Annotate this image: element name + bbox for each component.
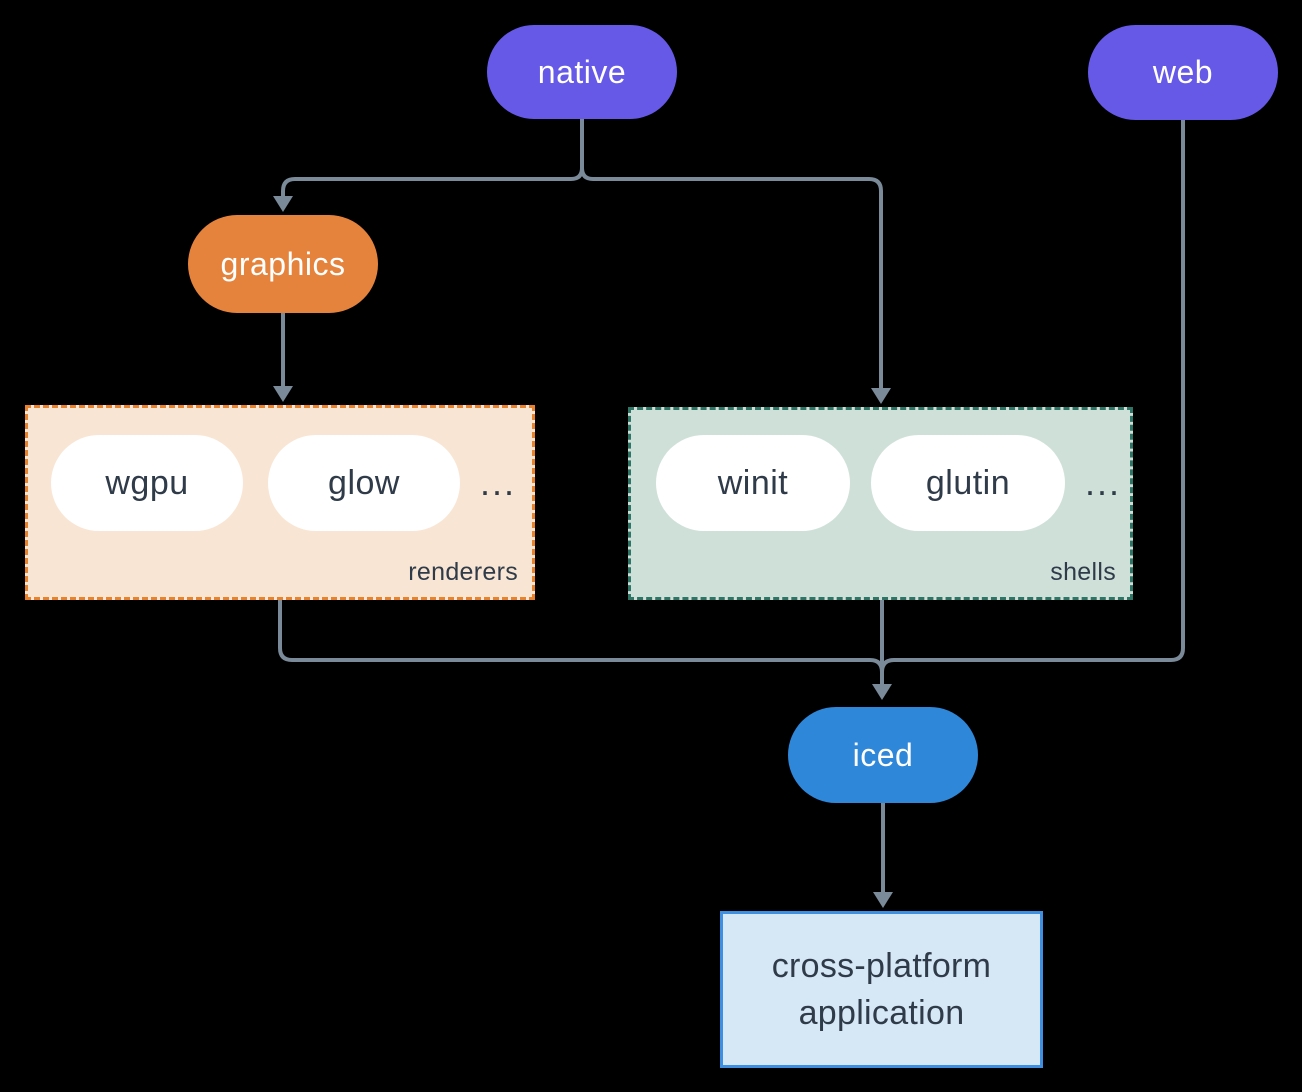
edge-native-to-graphics: [281, 118, 584, 197]
node-web: web: [1088, 25, 1278, 120]
node-graphics-label: graphics: [220, 245, 346, 282]
node-web-label: web: [1152, 54, 1214, 90]
arrowhead-app: [873, 892, 893, 908]
node-iced-label: iced: [852, 736, 914, 773]
group-renderers: wgpu glow ... renderers: [25, 405, 535, 600]
group-shells: winit glutin ... shells: [628, 407, 1133, 600]
group-renderers-label: renderers: [408, 558, 518, 586]
node-native: native: [487, 25, 677, 119]
edge-renderers-to-merge: [278, 600, 884, 673]
ellipsis-shells: ...: [1068, 435, 1138, 531]
pill-glutin: glutin: [871, 435, 1065, 531]
pill-winit-label: winit: [717, 463, 789, 502]
ellipsis-shells-text: ...: [1084, 462, 1121, 503]
node-iced: iced: [788, 707, 978, 803]
node-graphics: graphics: [188, 215, 378, 313]
ellipsis-renderers: ...: [463, 435, 533, 531]
ellipsis-renderers-text: ...: [479, 462, 516, 503]
edge-native-to-shells: [580, 167, 883, 389]
app-box: cross-platform application: [720, 911, 1043, 1068]
pill-glow: glow: [268, 435, 460, 531]
app-label-line2: application: [798, 993, 965, 1032]
app-label-line1: cross-platform: [771, 946, 992, 985]
pill-winit: winit: [656, 435, 850, 531]
node-native-label: native: [537, 53, 627, 90]
group-shells-label: shells: [1050, 558, 1116, 586]
arrowhead-iced: [872, 684, 892, 700]
arrowhead-graphics: [273, 196, 293, 212]
arrowhead-shells: [871, 388, 891, 404]
pill-wgpu: wgpu: [51, 435, 243, 531]
pill-wgpu-label: wgpu: [105, 463, 189, 502]
pill-glow-label: glow: [328, 463, 400, 502]
pill-glutin-label: glutin: [925, 463, 1011, 502]
arrowhead-renderers: [273, 386, 293, 402]
